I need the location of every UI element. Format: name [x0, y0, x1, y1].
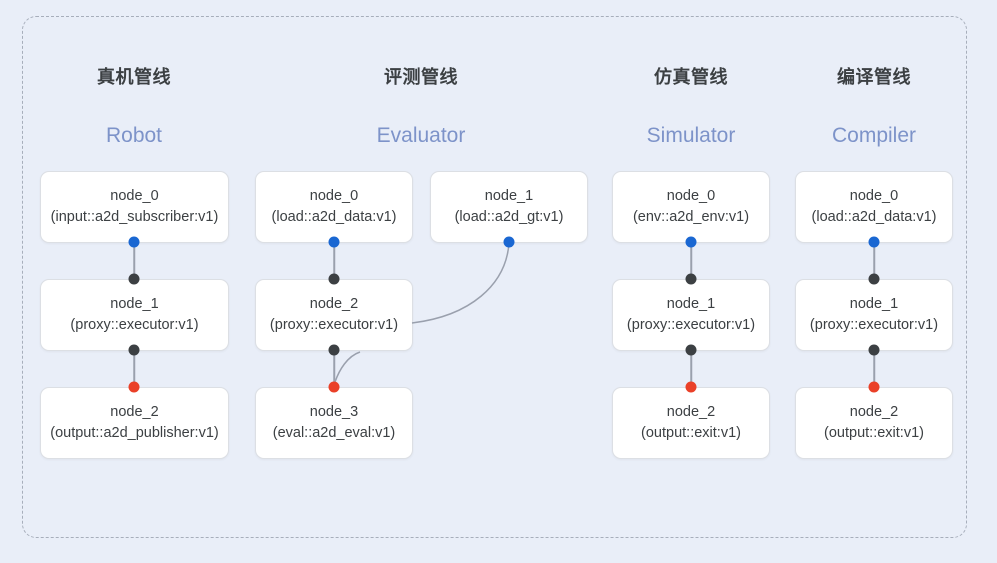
node-type: (env::a2d_env:v1) [632, 209, 750, 225]
port-input-compiler-1[interactable] [868, 273, 880, 285]
column-title-cn-compiler: 编译管线 [837, 67, 911, 87]
node-type: (output::exit:v1) [641, 425, 741, 441]
node-type: (eval::a2d_eval:v1) [272, 425, 396, 441]
column-title-cn-simulator: 仿真管线 [654, 67, 728, 87]
column-title-en-evaluator: Evaluator [376, 124, 466, 147]
node-simulator-0[interactable]: node_0 (env::a2d_env:v1) [612, 171, 770, 243]
node-type: (load::a2d_data:v1) [811, 209, 937, 225]
node-robot-0[interactable]: node_0 (input::a2d_subscriber:v1) [40, 171, 229, 243]
port-output-evaluator-1[interactable] [503, 236, 515, 248]
column-title-en-simulator: Simulator [646, 124, 736, 147]
node-evaluator-2[interactable]: node_2 (proxy::executor:v1) [255, 279, 413, 351]
port-input-compiler-2[interactable] [868, 381, 880, 393]
port-output-robot-1[interactable] [128, 344, 140, 356]
port-input-evaluator-3[interactable] [328, 381, 340, 393]
node-type: (proxy::executor:v1) [809, 317, 939, 333]
node-id: node_1 [666, 296, 716, 312]
node-id: node_2 [309, 296, 359, 312]
port-input-robot-1[interactable] [128, 273, 140, 285]
node-id: node_2 [666, 404, 716, 420]
edge-evaluator-0-to-2 [333, 241, 335, 278]
edge-compiler-1-to-2 [873, 350, 875, 386]
node-type: (input::a2d_subscriber:v1) [50, 209, 219, 225]
port-output-evaluator-0[interactable] [328, 236, 340, 248]
node-id: node_0 [849, 188, 899, 204]
node-compiler-1[interactable]: node_1 (proxy::executor:v1) [795, 279, 953, 351]
node-id: node_2 [849, 404, 899, 420]
node-type: (proxy::executor:v1) [626, 317, 756, 333]
column-title-cn-robot: 真机管线 [97, 67, 171, 87]
port-output-simulator-1[interactable] [685, 344, 697, 356]
node-id: node_1 [110, 296, 159, 312]
edge-robot-0-to-1 [133, 241, 135, 278]
column-title-en-compiler: Compiler [831, 124, 917, 147]
port-output-robot-0[interactable] [128, 236, 140, 248]
node-compiler-0[interactable]: node_0 (load::a2d_data:v1) [795, 171, 953, 243]
node-evaluator-3[interactable]: node_3 (eval::a2d_eval:v1) [255, 387, 413, 459]
node-id: node_0 [309, 188, 359, 204]
node-type: (output::a2d_publisher:v1) [50, 425, 219, 441]
node-type: (proxy::executor:v1) [70, 317, 199, 333]
edge-simulator-0-to-1 [690, 241, 692, 278]
port-output-compiler-0[interactable] [868, 236, 880, 248]
column-title-en-robot: Robot [105, 124, 163, 147]
node-evaluator-0[interactable]: node_0 (load::a2d_data:v1) [255, 171, 413, 243]
node-robot-1[interactable]: node_1 (proxy::executor:v1) [40, 279, 229, 351]
edge-simulator-1-to-2 [690, 350, 692, 386]
node-id: node_1 [484, 188, 534, 204]
port-output-evaluator-2[interactable] [328, 344, 340, 356]
node-robot-2[interactable]: node_2 (output::a2d_publisher:v1) [40, 387, 229, 459]
node-id: node_2 [110, 404, 159, 420]
node-id: node_0 [110, 188, 159, 204]
port-input-simulator-1[interactable] [685, 273, 697, 285]
node-id: node_0 [666, 188, 716, 204]
node-type: (load::a2d_gt:v1) [454, 209, 564, 225]
node-simulator-1[interactable]: node_1 (proxy::executor:v1) [612, 279, 770, 351]
edge-robot-1-to-2 [133, 350, 135, 386]
node-id: node_3 [309, 404, 359, 420]
column-title-cn-evaluator: 评测管线 [384, 67, 458, 87]
port-input-simulator-2[interactable] [685, 381, 697, 393]
dashed-container-frame [22, 16, 967, 538]
port-output-compiler-1[interactable] [868, 344, 880, 356]
node-type: (load::a2d_data:v1) [271, 209, 397, 225]
port-input-robot-2[interactable] [128, 381, 140, 393]
port-input-evaluator-2[interactable] [328, 273, 340, 285]
node-id: node_1 [849, 296, 899, 312]
node-type: (proxy::executor:v1) [269, 317, 399, 333]
node-compiler-2[interactable]: node_2 (output::exit:v1) [795, 387, 953, 459]
node-simulator-2[interactable]: node_2 (output::exit:v1) [612, 387, 770, 459]
node-type: (output::exit:v1) [824, 425, 924, 441]
edge-compiler-0-to-1 [873, 241, 875, 278]
port-output-simulator-0[interactable] [685, 236, 697, 248]
node-evaluator-1[interactable]: node_1 (load::a2d_gt:v1) [430, 171, 588, 243]
